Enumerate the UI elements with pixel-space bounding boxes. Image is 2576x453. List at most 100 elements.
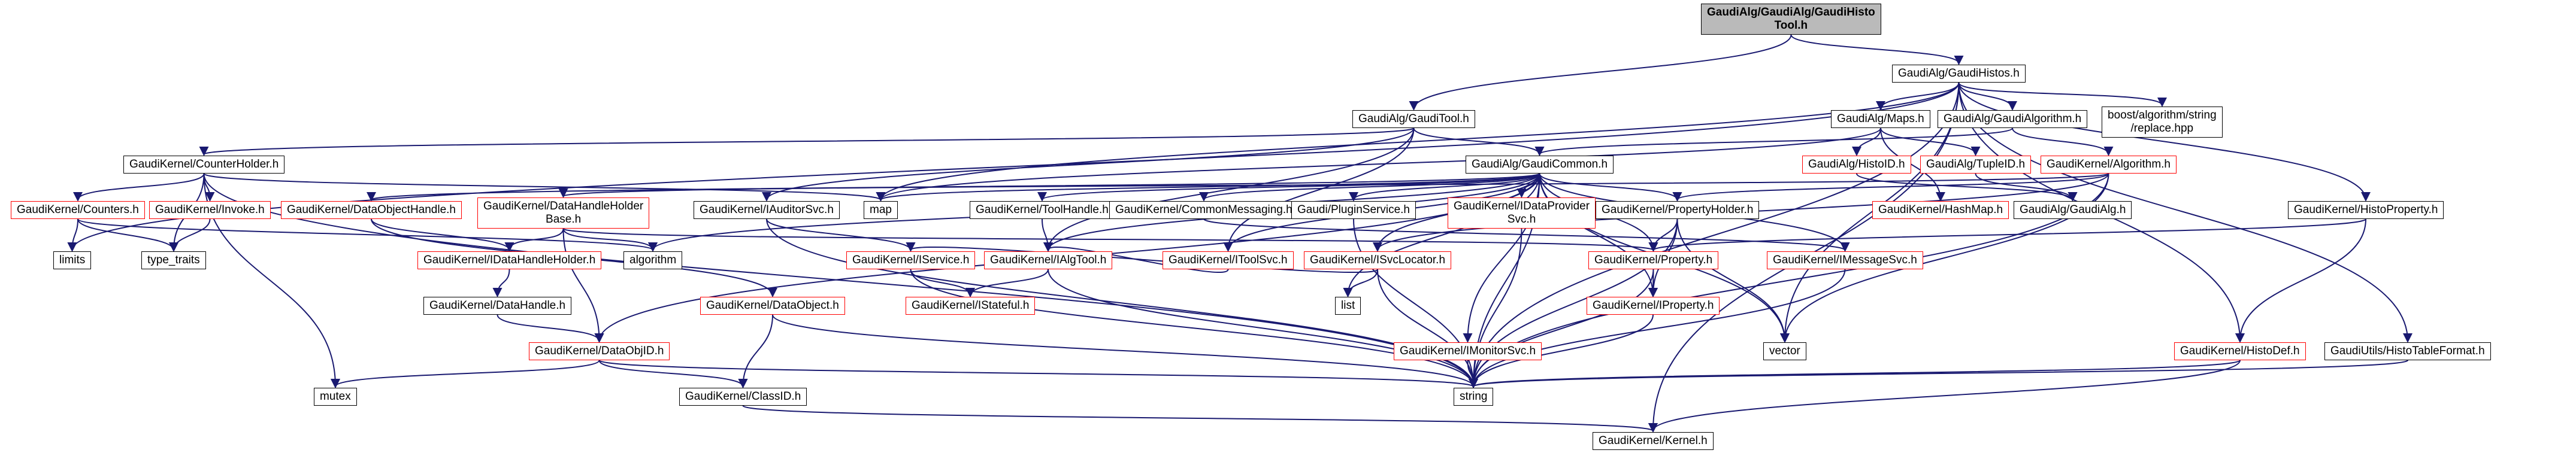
- node-data-object-handle[interactable]: GaudiKernel/DataObjectHandle.h: [281, 201, 462, 219]
- node-gaudi-alg[interactable]: GaudiAlg/GaudiAlg.h: [2014, 201, 2132, 219]
- node-data-handle-holder-base[interactable]: GaudiKernel/DataHandleHolder Base.h: [477, 197, 650, 229]
- edge-counters-to-algorithm: [77, 218, 658, 252]
- node-imonitor-svc[interactable]: GaudiKernel/IMonitorSvc.h: [1394, 342, 1542, 360]
- node-tool-handle[interactable]: GaudiKernel/ToolHandle.h: [970, 201, 1115, 219]
- edge-gaudi-common-to-plugin-service: [1349, 173, 1540, 202]
- node-idata-provider-svc[interactable]: GaudiKernel/IDataProvider Svc.h: [1448, 197, 1596, 229]
- edge-tuple-id-to-gaudi-alg: [1975, 173, 2078, 202]
- node-label: GaudiKernel/PropertyHolder.h: [1602, 203, 1754, 216]
- edge-isvc-locator-to-list: [1343, 269, 1378, 297]
- node-label: GaudiKernel/IStateful.h: [912, 299, 1030, 312]
- node-ialg-tool[interactable]: GaudiKernel/IAlgTool.h: [984, 251, 1113, 269]
- edge-data-obj-id-to-string: [598, 360, 1478, 388]
- node-gaudi-tool[interactable]: GaudiAlg/GaudiTool.h: [1352, 110, 1475, 128]
- node-isvc-locator[interactable]: GaudiKernel/ISvcLocator.h: [1304, 251, 1452, 269]
- edge-data-handle-holder-base-to-data-obj-id: [562, 228, 604, 343]
- node-label: GaudiKernel/IAlgTool.h: [990, 254, 1107, 266]
- node-label: GaudiKernel/DataHandle.h: [429, 299, 566, 312]
- node-imessage-svc[interactable]: GaudiKernel/IMessageSvc.h: [1767, 251, 1923, 269]
- node-data-handle[interactable]: GaudiKernel/DataHandle.h: [423, 297, 572, 315]
- node-counter-holder[interactable]: GaudiKernel/CounterHolder.h: [123, 156, 285, 174]
- node-hash-map[interactable]: GaudiKernel/HashMap.h: [1872, 201, 2009, 219]
- node-iproperty[interactable]: GaudiKernel/IProperty.h: [1587, 297, 1720, 315]
- edge-ialg-tool-to-istateful: [965, 269, 1049, 297]
- edge-histo-def-to-string: [1469, 360, 2241, 388]
- node-kernel[interactable]: GaudiKernel/Kernel.h: [1593, 432, 1714, 450]
- edge-root-to-gaudi-histos: [1790, 34, 1964, 65]
- node-label: GaudiKernel/IAuditorSvc.h: [700, 203, 834, 216]
- node-gaudi-algorithm[interactable]: GaudiAlg/GaudiAlgorithm.h: [1938, 110, 2088, 128]
- node-root: GaudiAlg/GaudiAlg/GaudiHisto Tool.h: [1701, 4, 1881, 35]
- node-iservice[interactable]: GaudiKernel/IService.h: [846, 251, 976, 269]
- edge-data-handle-holder-base-to-algorithm: [562, 228, 658, 252]
- node-property-holder[interactable]: GaudiKernel/PropertyHolder.h: [1596, 201, 1760, 219]
- node-maps[interactable]: GaudiAlg/Maps.h: [1831, 110, 1930, 128]
- node-istateful[interactable]: GaudiKernel/IStateful.h: [906, 297, 1036, 315]
- node-label: GaudiKernel/Counters.h: [17, 203, 139, 216]
- edge-gaudi-tool-to-iauditor-svc: [762, 127, 1415, 202]
- node-plugin-service[interactable]: Gaudi/PluginService.h: [1291, 201, 1416, 219]
- node-common-messaging[interactable]: GaudiKernel/CommonMessaging.h: [1109, 201, 1298, 219]
- node-mutex: mutex: [314, 388, 357, 406]
- node-label: algorithm: [629, 254, 677, 266]
- node-label: GaudiKernel/DataObjectHandle.h: [287, 203, 456, 216]
- node-label: GaudiAlg/HistoID.h: [1808, 158, 1905, 171]
- node-label: GaudiKernel/CounterHolder.h: [129, 158, 279, 171]
- node-data-object[interactable]: GaudiKernel/DataObject.h: [700, 297, 845, 315]
- node-tuple-id[interactable]: GaudiAlg/TupleID.h: [1920, 156, 2032, 174]
- node-invoke[interactable]: GaudiKernel/Invoke.h: [149, 201, 271, 219]
- node-label: GaudiUtils/HistoTableFormat.h: [2330, 345, 2485, 357]
- node-counters[interactable]: GaudiKernel/Counters.h: [11, 201, 145, 219]
- edge-counter-holder-to-counters: [73, 173, 205, 202]
- node-label: GaudiKernel/ISvcLocator.h: [1310, 254, 1446, 266]
- edge-gaudi-histos-to-gaudi-algorithm: [1958, 82, 2017, 111]
- node-class-id[interactable]: GaudiKernel/ClassID.h: [679, 388, 807, 406]
- node-gaudi-common[interactable]: GaudiAlg/GaudiCommon.h: [1466, 156, 1614, 174]
- edge-maps-to-tuple-id: [1880, 127, 1981, 156]
- node-label: mutex: [320, 390, 351, 403]
- edge-gaudi-common-to-common-messaging: [1199, 173, 1540, 202]
- node-iauditor-svc[interactable]: GaudiKernel/IAuditorSvc.h: [694, 201, 840, 219]
- node-label: boost/algorithm/string /replace.hpp: [2108, 109, 2217, 135]
- edge-histo-property-to-property: [1649, 218, 2366, 252]
- edge-gaudi-tool-to-itool-svc: [1223, 127, 1415, 252]
- edge-invoke-to-type-traits: [169, 218, 211, 252]
- node-string: string: [1454, 388, 1494, 406]
- node-property[interactable]: GaudiKernel/Property.h: [1588, 251, 1719, 269]
- node-data-obj-id[interactable]: GaudiKernel/DataObjID.h: [529, 342, 670, 360]
- edge-ialg-tool-to-string: [1048, 269, 1478, 388]
- edge-gaudi-tool-to-gaudi-common: [1413, 127, 1545, 156]
- node-label: GaudiKernel/DataHandleHolder Base.h: [483, 200, 644, 226]
- node-algorithm-h[interactable]: GaudiKernel/Algorithm.h: [2041, 156, 2177, 174]
- node-idata-handle-holder[interactable]: GaudiKernel/IDataHandleHolder.h: [417, 251, 602, 269]
- node-boost-replace: boost/algorithm/string /replace.hpp: [2102, 107, 2223, 138]
- edge-iservice-to-string: [910, 269, 1478, 388]
- node-histo-property[interactable]: GaudiKernel/HistoProperty.h: [2288, 201, 2444, 219]
- node-label: GaudiAlg/GaudiCommon.h: [1472, 158, 1608, 171]
- edge-gaudi-histos-to-map: [876, 82, 1960, 202]
- edge-gaudi-common-to-list: [1343, 173, 1540, 297]
- edge-gaudi-algorithm-to-algorithm-h: [2012, 127, 2114, 156]
- edge-tool-handle-to-ialg-tool: [1042, 218, 1053, 252]
- edge-gaudi-tool-to-ialg-tool: [1043, 127, 1415, 252]
- node-label: GaudiKernel/IService.h: [852, 254, 970, 266]
- edge-gaudi-histos-to-vector: [1780, 82, 1960, 343]
- node-gaudi-histos[interactable]: GaudiAlg/GaudiHistos.h: [1892, 65, 2026, 83]
- node-label: GaudiAlg/Maps.h: [1837, 113, 1924, 125]
- edge-gaudi-common-to-tool-handle: [1037, 173, 1540, 202]
- node-map: map: [864, 201, 898, 219]
- node-label: GaudiKernel/IMessageSvc.h: [1773, 254, 1917, 266]
- node-algorithm: algorithm: [623, 251, 683, 269]
- node-histo-def[interactable]: GaudiKernel/HistoDef.h: [2174, 342, 2306, 360]
- node-label: GaudiAlg/GaudiAlg/GaudiHisto Tool.h: [1707, 6, 1875, 32]
- node-label: GaudiKernel/IToolSvc.h: [1169, 254, 1288, 266]
- node-label: GaudiKernel/IMonitorSvc.h: [1400, 345, 1536, 357]
- edge-root-to-gaudi-tool: [1409, 34, 1792, 111]
- edge-data-object-handle-to-idata-handle-holder: [371, 218, 514, 252]
- node-histo-id[interactable]: GaudiAlg/HistoID.h: [1802, 156, 1911, 174]
- edge-gaudi-common-to-data-object-handle: [367, 173, 1540, 202]
- edge-histo-property-to-histo-def: [2235, 218, 2366, 343]
- node-histo-table-format[interactable]: GaudiUtils/HistoTableFormat.h: [2324, 342, 2491, 360]
- node-itool-svc[interactable]: GaudiKernel/IToolSvc.h: [1163, 251, 1294, 269]
